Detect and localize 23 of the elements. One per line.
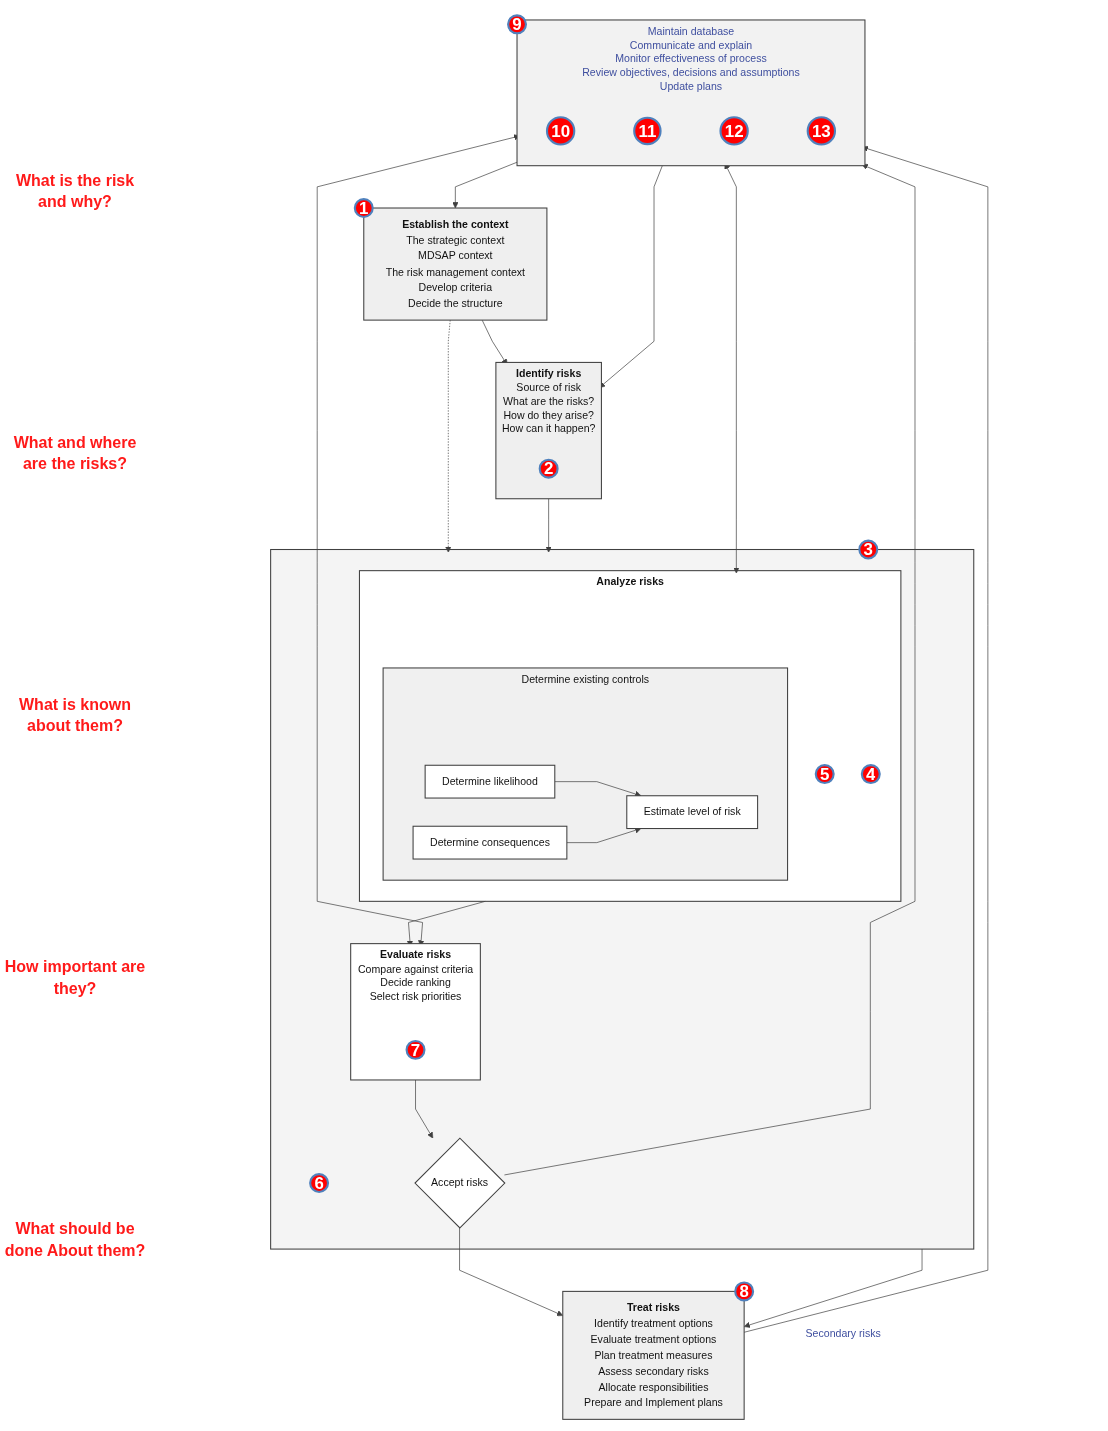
question-note: What should be done About them? (4, 1219, 146, 1261)
question-note: What is known about them? (18, 694, 132, 737)
node-circle: 10 (545, 116, 576, 146)
node-box: Determine likelihood (424, 764, 556, 799)
question-note: What is the risk and why? (14, 170, 136, 213)
edge-label: Secondary risks (805, 1326, 881, 1339)
node-circle: 2 (538, 458, 559, 479)
node-circle: 5 (814, 764, 835, 785)
node-box: Estimate level of risk (626, 795, 758, 830)
node-circle: 3 (858, 539, 879, 560)
node-circle: 1 (353, 198, 374, 218)
question-note: What and where are the risks? (12, 432, 138, 475)
node-circle: 11 (632, 116, 662, 146)
node-diamond: Accept risks (414, 1137, 506, 1229)
node-box: Determine consequences (412, 825, 568, 860)
node-circle: 9 (506, 14, 527, 35)
node-circle: 13 (806, 116, 836, 146)
node-circle: 7 (405, 1039, 426, 1060)
node-circle: 6 (308, 1173, 329, 1194)
question-note: How important are they? (4, 957, 146, 999)
node-circle: 4 (860, 764, 881, 785)
node-circle: 8 (733, 1281, 754, 1302)
node-circle: 12 (719, 116, 749, 146)
